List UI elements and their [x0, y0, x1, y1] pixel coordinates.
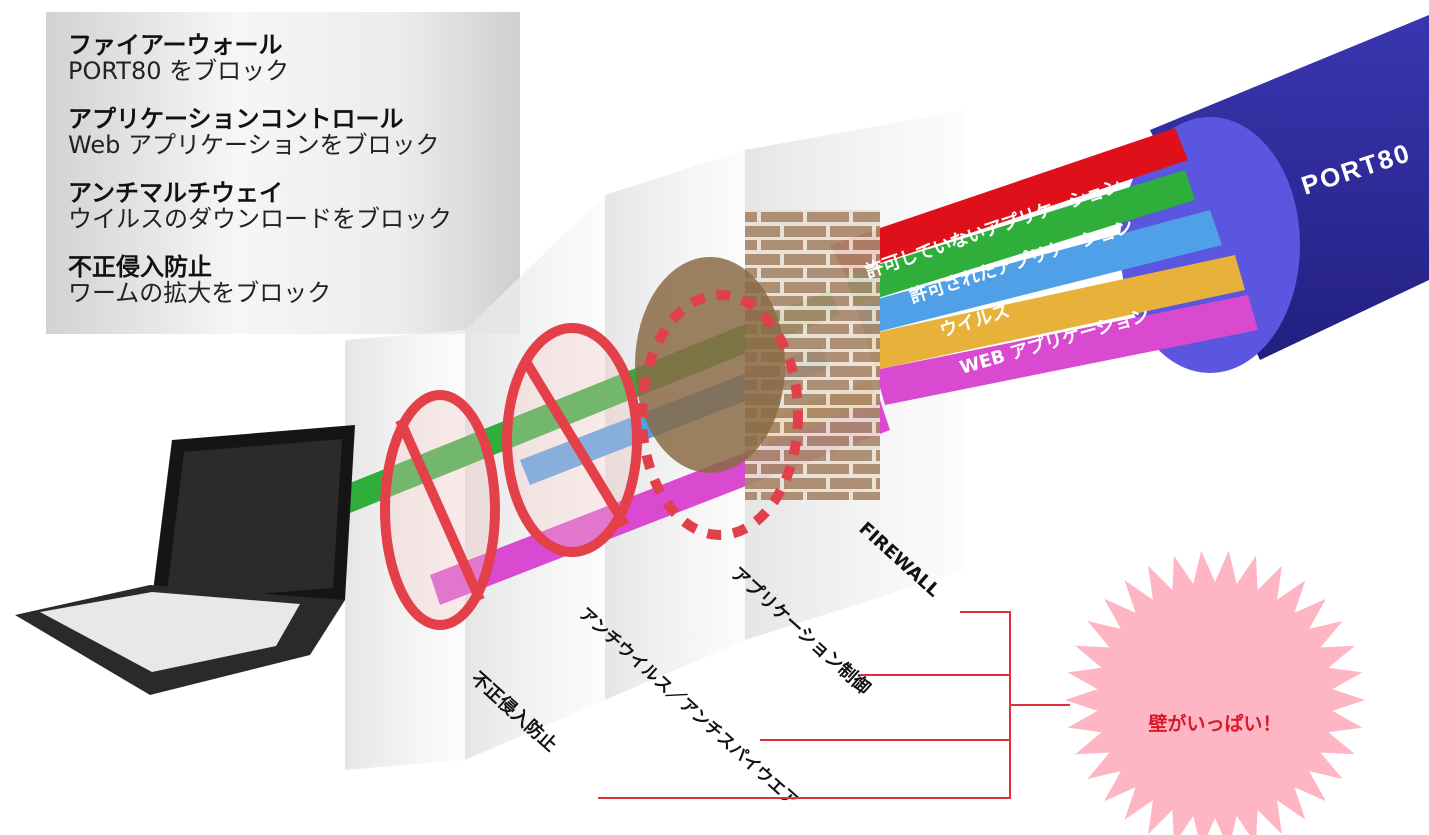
burst-shape — [1065, 550, 1365, 835]
laptop-icon — [15, 425, 355, 695]
legend-item-antimalware: アンチマルチウェイ ウイルスのダウンロードをブロック — [68, 180, 452, 232]
appcontrol-filter-ring — [637, 290, 803, 540]
legend-desc: Web アプリケーションをブロック — [68, 131, 440, 159]
strand-red — [830, 128, 1188, 275]
legend-item-app-control: アプリケーションコントロール Web アプリケーションをブロック — [68, 106, 439, 158]
laptop-screen-glass — [166, 439, 342, 601]
legend-title: アンチマルチウェイ — [68, 179, 284, 207]
filter-rings — [380, 257, 803, 630]
strand-green — [845, 170, 1195, 305]
bracket-lines — [598, 611, 1070, 799]
laptop-keyboard — [40, 592, 300, 672]
strand-yellow-2 — [865, 255, 1245, 370]
legend-item-ips: 不正侵入防止 ワームの拡大をブロック — [68, 254, 331, 306]
legend-desc: PORT80 をブロック — [68, 57, 290, 85]
legend-title: アプリケーションコントロール — [68, 105, 404, 133]
appcontrol-filter-disc — [635, 257, 785, 473]
strand-pink-2 — [875, 295, 1258, 405]
legend-item-firewall: ファイアーウォール PORT80 をブロック — [68, 32, 289, 84]
antivirus-slash — [520, 357, 630, 528]
wall-panel-ips — [345, 330, 465, 770]
legend-title: 不正侵入防止 — [68, 253, 212, 281]
burst-label: 壁がいっぱい！ — [1148, 712, 1281, 735]
legend-desc: ワームの拡大をブロック — [68, 279, 332, 307]
legend-title: ファイアーウォール — [68, 31, 283, 59]
strand-blue-2 — [855, 210, 1222, 335]
ips-slash — [395, 417, 485, 603]
legend-panel: ファイアーウォール PORT80 をブロック アプリケーションコントロール We… — [46, 12, 520, 334]
burst-badge: 壁がいっぱい！ — [1065, 550, 1365, 835]
legend-desc: ウイルスのダウンロードをブロック — [68, 205, 452, 233]
